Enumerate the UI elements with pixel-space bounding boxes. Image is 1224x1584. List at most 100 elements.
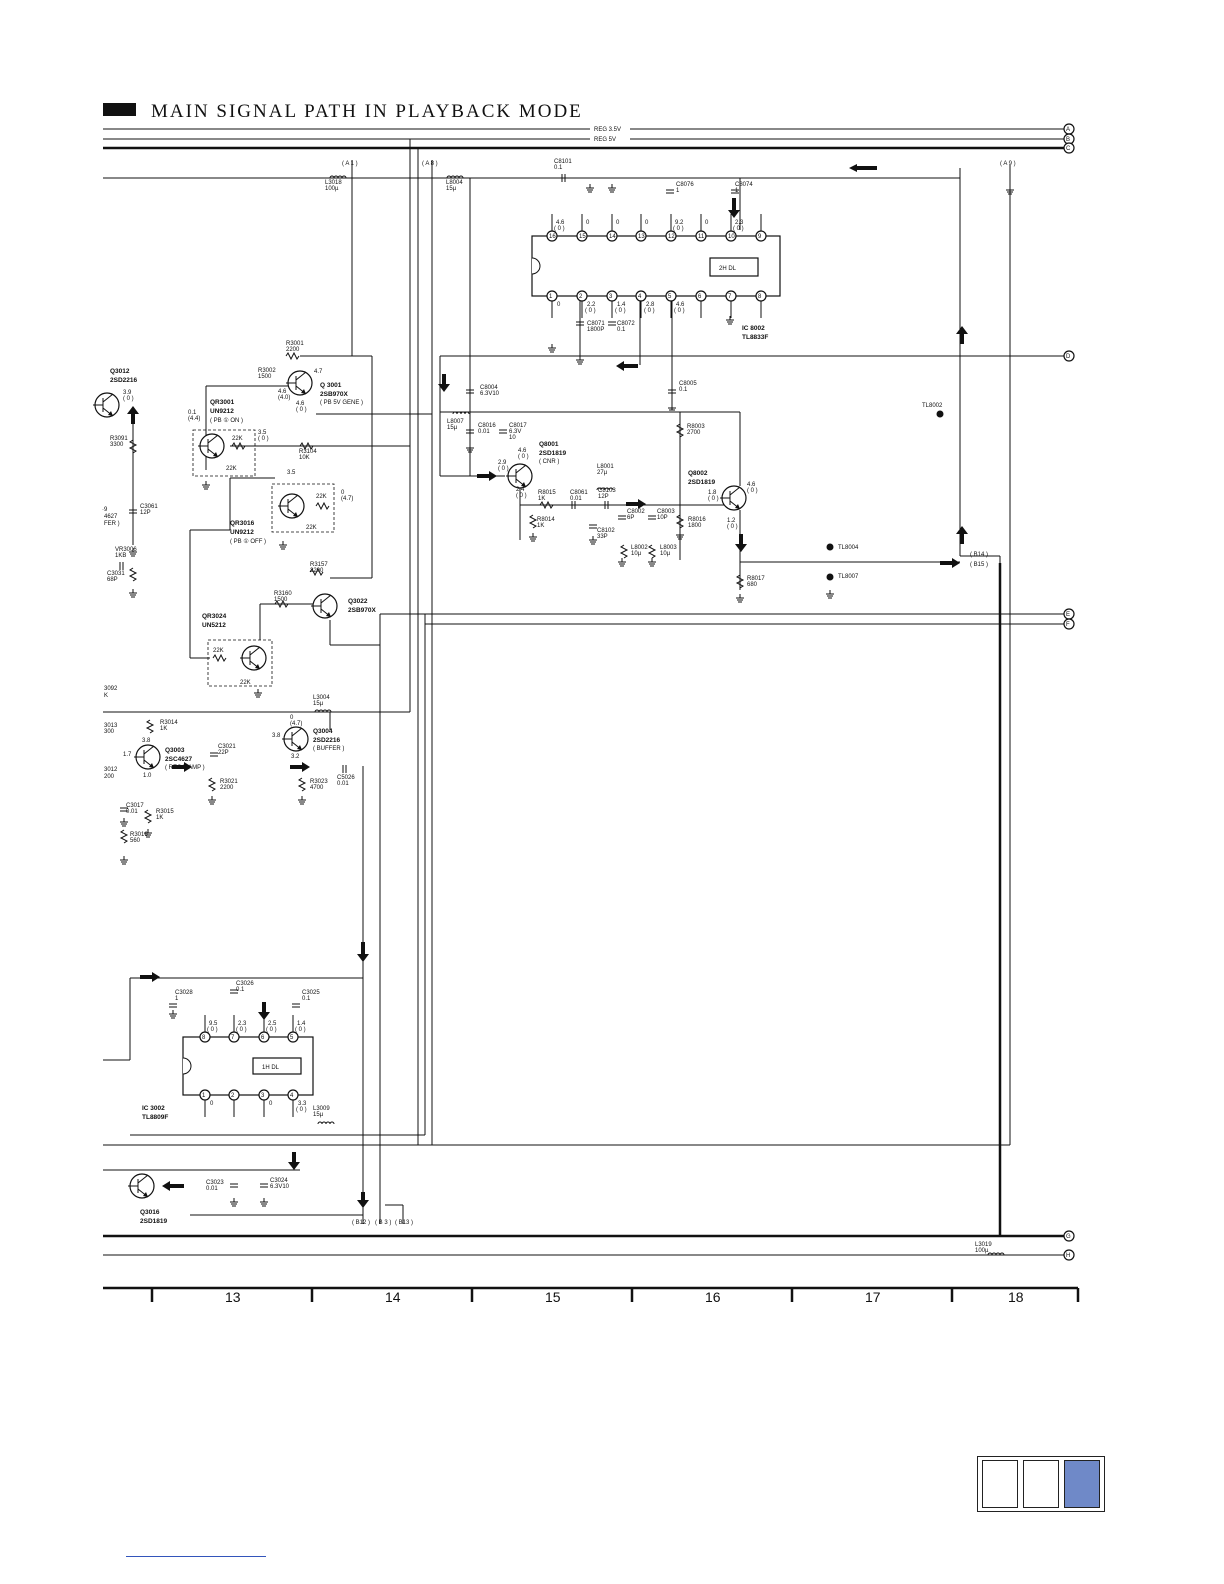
r8017-label: R8017	[747, 576, 765, 582]
ic8002-pin-12-num: 12	[668, 234, 675, 240]
q8001-part: 2SD1819	[539, 450, 566, 457]
qr3016-desc: ( PB ① OFF )	[230, 538, 266, 545]
c8004-label: C8004	[480, 385, 498, 391]
l3004-coil	[314, 709, 332, 713]
nav-page-1-button[interactable]	[982, 1460, 1018, 1508]
c5026-value-1: 0.01	[337, 781, 349, 787]
l8001-label: L8001	[597, 464, 614, 470]
ic8002-pin-15-num: 15	[579, 234, 586, 240]
ic3002-pin-4-num: 4	[290, 1093, 294, 1099]
tl8004-testpoint	[826, 543, 834, 551]
q8002_c-voltage-pb: ( 0 )	[747, 488, 758, 494]
ground-23	[120, 856, 128, 865]
ic8002-pin-5-num: 5	[668, 294, 672, 300]
r22k-value-2: 22K	[226, 466, 237, 472]
r22k-value-6: 22K	[240, 680, 251, 686]
l8002-value-1: 10µ	[631, 551, 642, 557]
q8001_c-voltage: 4.6	[518, 448, 527, 454]
ic8002-pin-11	[695, 230, 707, 242]
c8072-cap	[608, 321, 616, 326]
c8102-label: C8102	[597, 528, 615, 534]
c3021-value-1: 22P	[218, 750, 229, 756]
q8002_e-voltage: 1.2	[727, 518, 736, 524]
svg-text:E: E	[1066, 612, 1070, 618]
ic8002-pin-11-voltage: 0	[705, 220, 709, 226]
ic8002-pin-4-voltage-pb: ( 0 )	[644, 308, 655, 314]
q3001-transistor-symbol	[286, 370, 313, 396]
qr3016_b-voltage: 0	[341, 490, 345, 496]
q3004-transistor-symbol	[282, 726, 309, 752]
c3017-value-1: 0.01	[126, 809, 138, 815]
r22k-value-1: 22K	[232, 436, 243, 442]
ground-21	[120, 818, 128, 827]
ic3002-pin-5-voltage-pb: ( 0 )	[295, 1027, 306, 1033]
ic3002-pin-4-voltage-pb: ( 0 )	[296, 1107, 307, 1113]
r8015-res	[539, 500, 554, 510]
q3001_b-voltage-pb: (4.0)	[278, 395, 290, 401]
c8017-label: C8017	[509, 423, 527, 429]
left-fragment-8: 3012	[104, 767, 118, 773]
ic8002-block: 2H DL	[719, 266, 737, 272]
c5026-cap	[342, 765, 347, 773]
ic8002-pin-6	[695, 290, 707, 302]
l8003-value-1: 10µ	[660, 551, 671, 557]
column-label-17: 17	[865, 1289, 881, 1305]
c8103-value-1: 12P	[598, 494, 609, 500]
q3012-transistor-symbol	[93, 392, 120, 418]
q8001_e-voltage: 2.4	[516, 487, 525, 493]
qr3001_c-voltage: 3.5	[258, 430, 267, 436]
nav-page-2-button[interactable]	[1023, 1460, 1059, 1508]
tl8004-label: TL8004	[838, 545, 859, 551]
r3002-value-1: 1500	[258, 374, 272, 380]
ic8002-pin-13	[635, 230, 647, 242]
c3061-value-1: 12P	[140, 510, 151, 516]
c8076-cap	[666, 189, 674, 194]
ic8002-pin-16-voltage: 4.6	[556, 220, 565, 226]
c3031-value-1: 68P	[107, 577, 118, 583]
r22k-value-5: 22K	[213, 648, 224, 654]
column-label-16: 16	[705, 1289, 721, 1305]
c8004-value-1: 6.3V10	[480, 391, 500, 397]
ic8002-pin-1-num: 1	[549, 294, 553, 300]
footer-link-underline[interactable]	[126, 1556, 266, 1557]
svg-text:B: B	[1066, 137, 1070, 143]
r3016-value-1: 560	[130, 838, 141, 844]
c3026-value-1: 0.1	[236, 987, 245, 993]
q3012-part: 2SD2216	[110, 377, 137, 384]
tl8007-label: TL8007	[838, 574, 859, 580]
ground-15	[279, 541, 287, 550]
ic8002-pin-10-voltage: 2.3	[735, 220, 744, 226]
c8101-cap	[561, 174, 566, 182]
ic8002-pin-1	[546, 290, 558, 302]
ic8002-name: IC 8002	[742, 325, 765, 332]
c3025-label: C3025	[302, 990, 320, 996]
connector-b: B	[1063, 133, 1075, 145]
l8003-res	[647, 544, 657, 559]
connector-c: C	[1063, 142, 1075, 154]
ic8002-pin-10	[725, 230, 737, 242]
ic8002-pin-3-voltage: 1.4	[617, 302, 626, 308]
c8074-label: C8074	[735, 182, 753, 188]
nav-page-3-button[interactable]	[1064, 1460, 1100, 1508]
ic3002-pin-4	[287, 1089, 299, 1101]
r3001-value-1: 2200	[286, 347, 300, 353]
c3017-label: C3017	[126, 803, 144, 809]
q8001-transistor-symbol	[506, 463, 533, 489]
c8076-value-1: 1	[676, 188, 680, 194]
q3016-part: 2SD1819	[140, 1218, 167, 1225]
ic8002-pin-3-voltage-pb: ( 0 )	[615, 308, 626, 314]
q3004-desc: ( BUFFER )	[313, 746, 344, 752]
connector-g: G	[1063, 1230, 1075, 1242]
page-title: MAIN SIGNAL PATH IN PLAYBACK MODE	[151, 101, 583, 122]
l3018-coil	[329, 175, 347, 179]
c8002-cap	[618, 515, 626, 520]
q3012-voltage-pb: ( 0 )	[123, 396, 134, 402]
connector-a: A	[1063, 123, 1075, 135]
ic3002-pin-6-num: 6	[261, 1035, 265, 1041]
ic8002: 2H DL IC 8002 TL8833F 164.6( 0 )15014013…	[531, 214, 781, 341]
l3009-label: L3009	[313, 1106, 330, 1112]
q8001-name: Q8001	[539, 441, 559, 448]
ic8002-pin-5-voltage: 4.6	[676, 302, 685, 308]
c8076-label: C8076	[676, 182, 694, 188]
q8001-desc: ( CNR )	[539, 459, 559, 465]
